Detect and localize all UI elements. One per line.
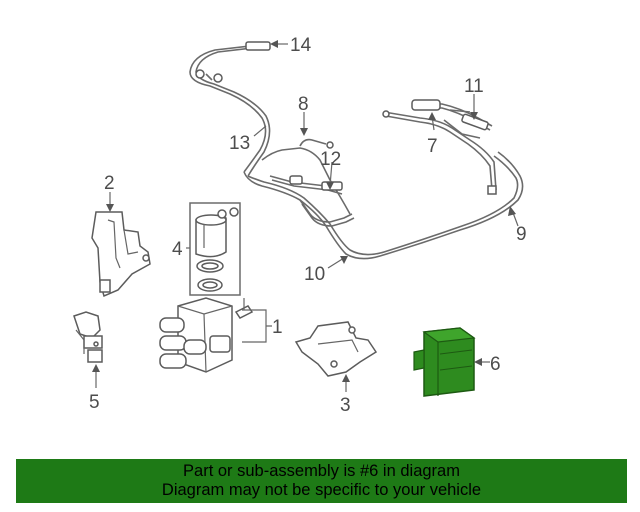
callout-8: 8 xyxy=(298,94,309,115)
callout-7: 7 xyxy=(427,136,438,157)
part-2-bracket xyxy=(91,211,151,298)
callout-10: 10 xyxy=(304,264,325,285)
callout-11: 11 xyxy=(464,76,484,97)
callout-1: 1 xyxy=(272,317,283,338)
leader-lines xyxy=(92,40,519,392)
banner-line-2: Diagram may not be specific to your vehi… xyxy=(161,481,482,499)
info-banner: Part or sub-assembly is #6 in diagram Di… xyxy=(16,459,627,503)
callout-9: 9 xyxy=(516,224,527,245)
callout-13: 13 xyxy=(229,133,250,154)
part-5-sensor xyxy=(73,311,103,363)
banner-line-1: Part or sub-assembly is #6 in diagram xyxy=(183,462,460,480)
part-4-kit xyxy=(189,202,241,296)
part-1-modulator xyxy=(159,297,254,373)
callout-4: 4 xyxy=(172,239,183,260)
callout-12: 12 xyxy=(320,149,341,170)
callout-5: 5 xyxy=(89,392,100,413)
right-harness-assembly xyxy=(382,99,497,195)
callout-3: 3 xyxy=(340,395,351,416)
part-3-bracket xyxy=(294,321,378,377)
upper-harness-assembly xyxy=(189,41,524,260)
callout-14: 14 xyxy=(290,35,312,56)
part-6-control-module xyxy=(413,327,476,397)
callout-6: 6 xyxy=(490,354,501,375)
callout-2: 2 xyxy=(104,173,115,194)
